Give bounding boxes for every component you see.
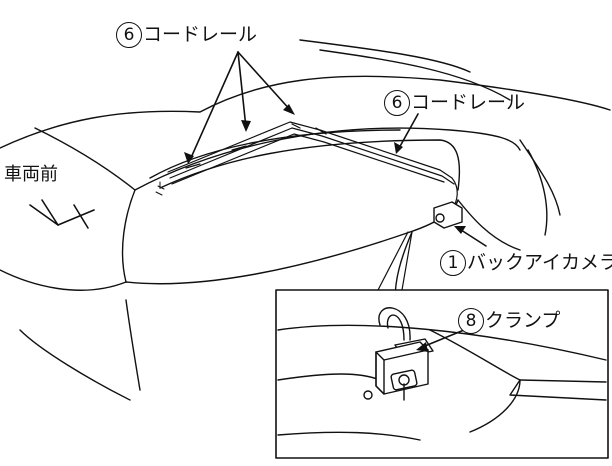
front-direction-arrow <box>29 199 95 229</box>
label-vehicle-front: 車両前 <box>4 164 58 185</box>
clamp-arrow-head <box>416 342 428 352</box>
part-number-badge: 6 <box>384 90 410 116</box>
vehicle-body-lines <box>0 39 611 401</box>
label-text: コードレール <box>411 91 526 114</box>
cord-rail-lines <box>167 121 458 211</box>
connector-marks <box>155 181 165 196</box>
leader-arrows <box>189 51 487 247</box>
arrow-heads <box>184 104 466 234</box>
part-number-badge: 8 <box>458 308 484 334</box>
clamp-arrow <box>419 329 465 349</box>
inset-detail <box>275 289 609 459</box>
part-number-badge: 1 <box>440 250 466 276</box>
zoom-guide-lines <box>377 231 413 291</box>
camera-small <box>433 201 463 229</box>
label-text: バックアイカメラ <box>467 251 612 274</box>
part-number-badge: 6 <box>116 22 142 48</box>
label-text: クランプ <box>485 309 561 332</box>
label-text: コードレール <box>143 23 258 46</box>
